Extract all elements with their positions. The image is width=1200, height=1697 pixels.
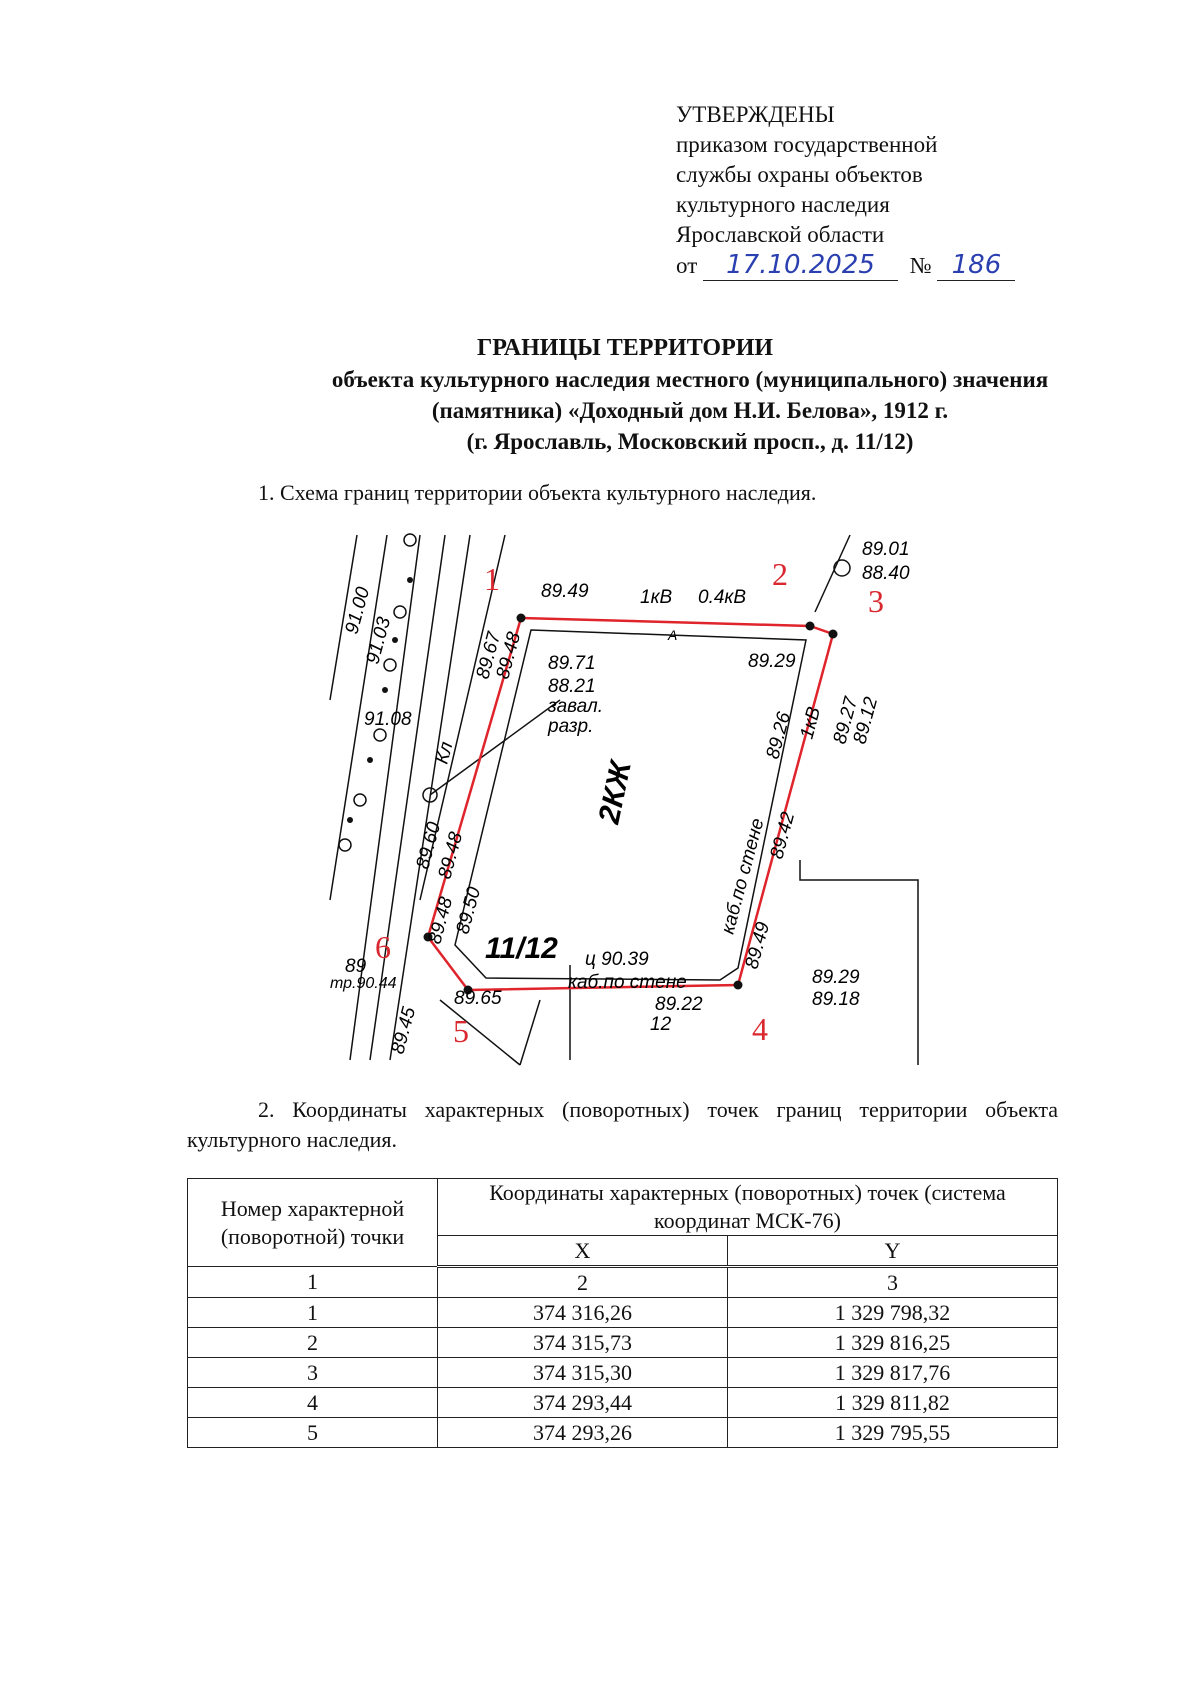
point-label-3: 3 [868,583,884,619]
title-main: ГРАНИЦЫ ТЕРРИТОРИИ [476,335,774,361]
map-annotation: 89.22 [655,994,703,1015]
map-annotation: Кл [432,739,458,766]
map-annotation: 88.40 [862,563,910,584]
point-label-4: 4 [752,1011,768,1047]
section-1-heading: 1. Схема границ территории объекта культ… [258,480,817,505]
cell-x: 374 293,26 [437,1417,728,1448]
title-line: (г. Ярославль, Московский просп., д. 11/… [466,429,914,454]
map-annotation: 1кВ [797,704,826,741]
approval-heading: УТВЕРЖДЕНЫ [676,102,835,127]
map-annotation: 89.29 [748,651,796,672]
approval-date-line: от 17.10.2025 № 186 [676,250,1016,281]
approval-block: УТВЕРЖДЕНЫ приказом государственной служ… [676,100,1016,281]
house-number: 11/12 [485,932,558,965]
cell-x: 374 316,26 [437,1297,728,1328]
map-annotation: 89.48 [425,895,458,947]
map-annotation: 89.45 [388,1005,421,1057]
cell-x: 374 293,44 [437,1387,728,1418]
cell-point: 3 [187,1357,438,1388]
map-annotation: 89 [345,956,367,977]
approval-line: Ярославской области [676,222,885,247]
cell-y: 1 329 798,32 [727,1297,1058,1328]
cell-point: 1 [187,1297,438,1328]
col-header-y: Y [727,1235,1058,1268]
map-annotation: 89.26 [763,710,796,762]
map-annotation: тр.90.44 [330,975,397,992]
cell-y: 1 329 817,76 [727,1357,1058,1388]
building-label: 2КЖ [592,756,638,828]
cell-y: 1 329 795,55 [727,1417,1058,1448]
map-annotation: А [667,627,677,643]
map-annotation: 89.71 [548,653,596,674]
map-dots [347,577,413,823]
map-annotation: 1кВ [640,587,673,608]
map-annotation: 12 [650,1014,672,1035]
map-annotation: 89.29 [812,967,860,988]
cell-point: 2 [187,1327,438,1358]
map-annotation: 89.18 [812,989,860,1010]
date-prefix: от [676,253,698,278]
boundary-points [423,613,838,995]
map-annotation: 89.65 [454,988,502,1009]
point-label-2: 2 [772,556,788,592]
numbering-row: 1 2 3 [187,1266,1058,1298]
point-label-6: 6 [375,929,391,965]
map-annotation: 89.50 [453,885,486,937]
approval-line: службы охраны объектов [676,162,923,187]
cell-point: 5 [187,1417,438,1448]
map-annotation: 89.49 [541,581,589,602]
col-header-coordinates: Координаты характерных (поворотных) точе… [437,1178,1058,1236]
map-annotation: 89.42 [767,810,800,862]
handwritten-date: 17.10.2025 [703,250,898,281]
cell-y: 1 329 816,25 [727,1327,1058,1358]
approval-line: приказом государственной [676,132,938,157]
section-2-heading: 2. Координаты характерных (поворотных) т… [187,1097,1058,1152]
cell-x: 374 315,73 [437,1327,728,1358]
title-line: (памятника) «Доходный дом Н.И. Белова», … [431,398,949,423]
cell: 3 [727,1266,1058,1298]
approval-line: культурного наследия [676,192,890,217]
handwritten-number: 186 [937,250,1016,281]
col-header-x: X [437,1235,728,1268]
map-annotation: каб.по стене [718,816,769,936]
col-header-point-number: Номер характерной (поворотной) точки [187,1178,438,1267]
map-annotation: завал. [547,696,603,717]
map-annotation: 91.08 [364,709,412,730]
map-annotation: каб.по стене [568,972,687,993]
map-annotation: 89.01 [862,539,910,560]
point-label-1: 1 [484,561,500,597]
cell-y: 1 329 811,82 [727,1387,1058,1418]
point-labels: 1 2 3 4 5 6 [375,556,884,1049]
map-linework [329,533,919,1066]
cell-point: 4 [187,1387,438,1418]
map-annotation: 88.21 [548,676,596,697]
number-prefix: № [909,253,932,278]
map-annotation: 0.4кВ [698,587,746,608]
map-annotation: 91.00 [342,585,375,637]
document-title: ГРАНИЦЫ ТЕРРИТОРИИ объекта культурного н… [160,333,1090,457]
map-annotation: разр. [547,716,593,737]
map-annotation: ц 90.39 [585,949,649,970]
cell-x: 374 315,30 [437,1357,728,1388]
title-line: объекта культурного наследия местного (м… [331,367,1049,392]
coordinates-table: Номер характерной (поворотной) точки Коо… [187,1178,1058,1448]
cell: 1 [187,1266,438,1298]
cell: 2 [437,1266,728,1298]
point-label-5: 5 [453,1013,469,1049]
